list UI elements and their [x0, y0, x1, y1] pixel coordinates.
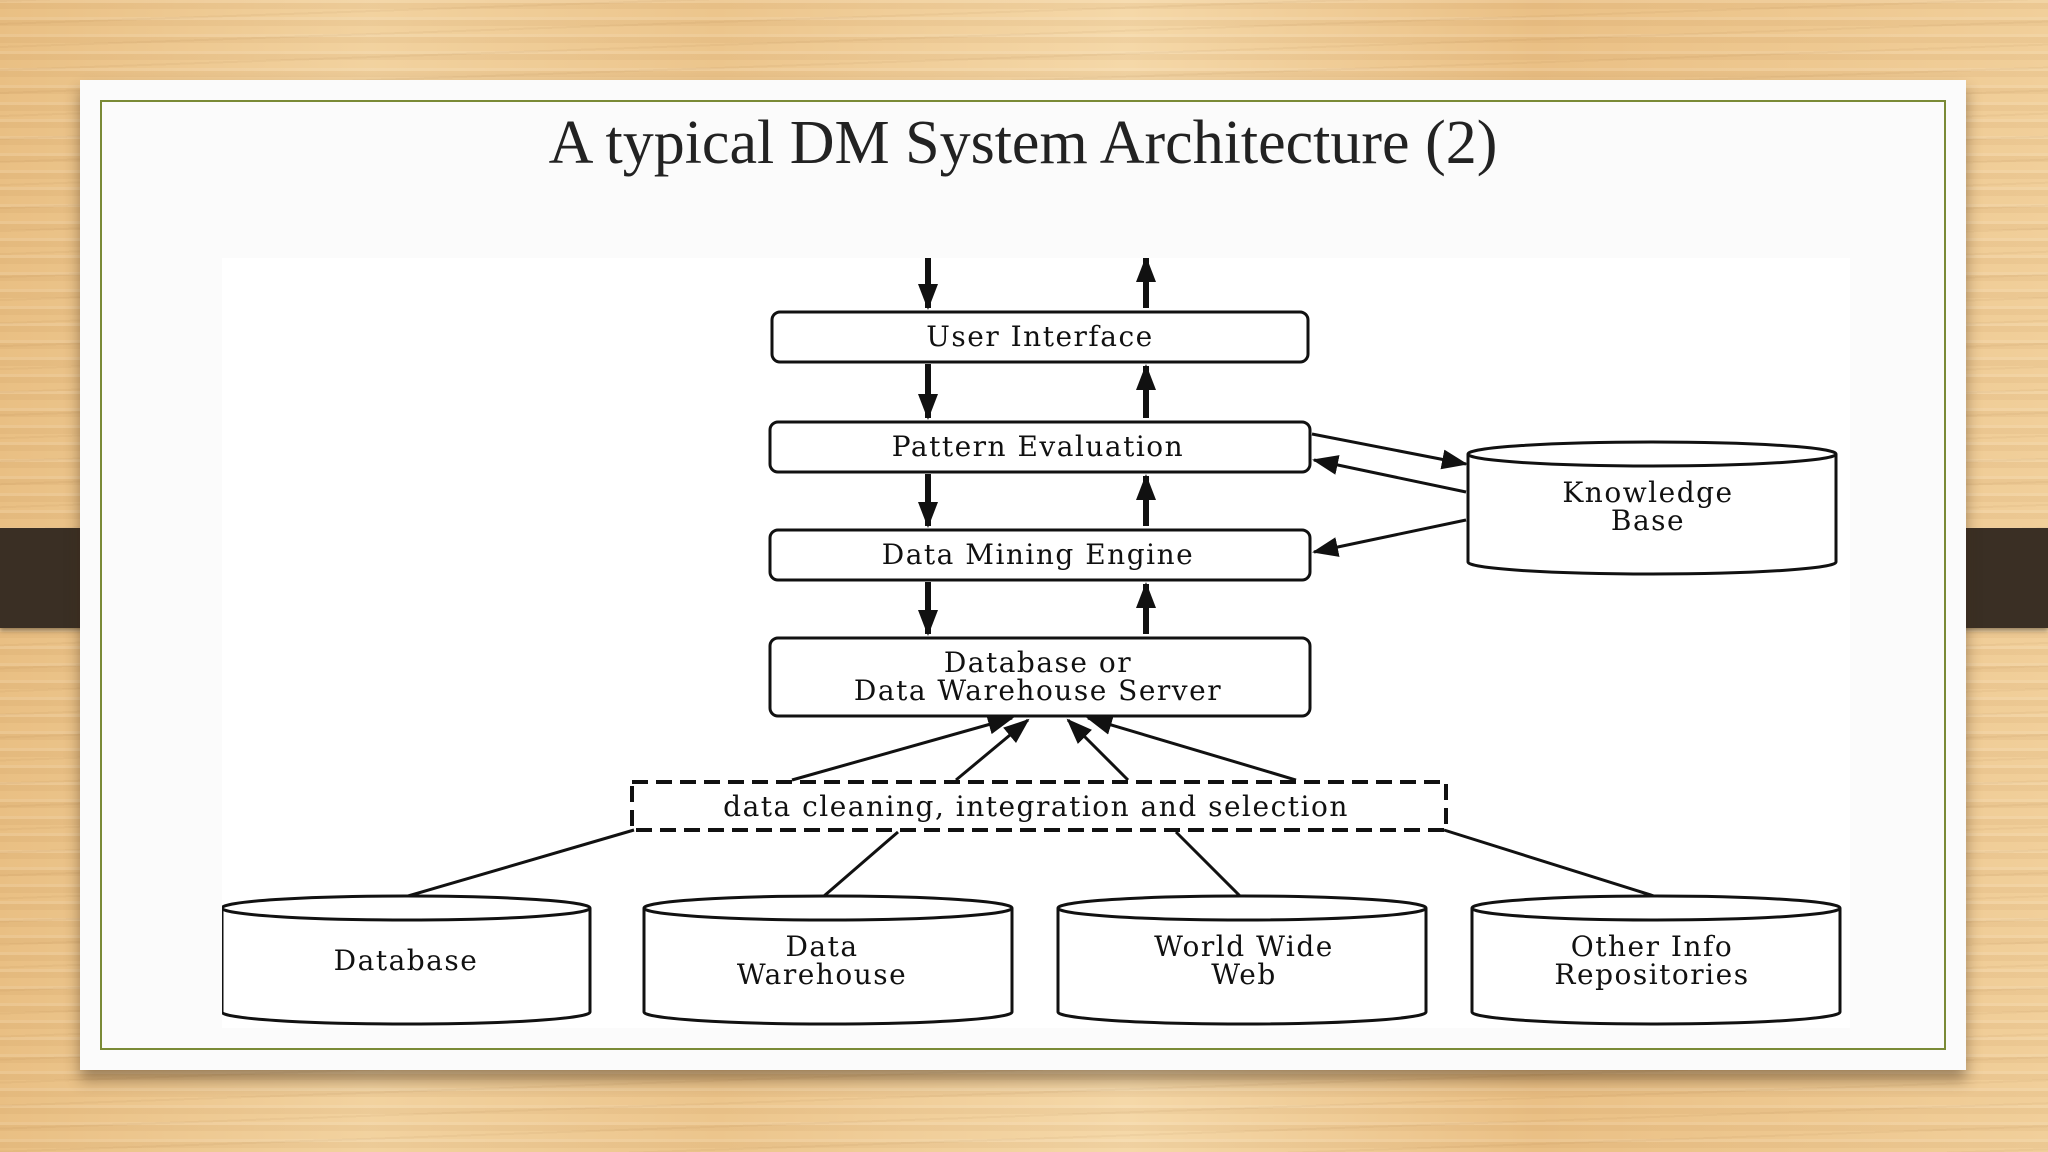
database-cylinder: Database: [220, 894, 592, 1026]
pattern-to-knowledge-arrow: [1311, 432, 1468, 470]
other-repositories-label-line1: Other Info: [1571, 930, 1733, 963]
preprocessing-box: data cleaning, integration and selection: [630, 780, 1448, 832]
database-server-label-line1: Database or: [944, 646, 1132, 679]
world-wide-web-label-line1: World Wide: [1154, 930, 1334, 963]
user-interface-box: User Interface: [770, 310, 1310, 364]
other-repositories-cylinder: Other Info Repositories: [1470, 894, 1842, 1026]
source-connectors: [407, 828, 1655, 898]
database-label: Database: [334, 944, 479, 977]
database-server-label-line2: Data Warehouse Server: [854, 674, 1222, 707]
other-repositories-label-line2: Repositories: [1554, 958, 1749, 991]
data-mining-engine-label: Data Mining Engine: [882, 538, 1194, 571]
data-mining-engine-box: Data Mining Engine: [768, 528, 1312, 582]
world-wide-web-label-line2: Web: [1211, 958, 1277, 991]
knowledge-base-label-line1: Knowledge: [1562, 476, 1733, 509]
architecture-diagram: User Interface Pattern Evaluation Data M…: [220, 256, 1850, 1028]
database-server-box: Database or Data Warehouse Server: [768, 636, 1312, 718]
pattern-evaluation-box: Pattern Evaluation: [768, 420, 1312, 474]
user-interface-label: User Interface: [926, 320, 1153, 353]
preprocess-to-server-arrows: [791, 714, 1297, 782]
knowledge-to-engine-arrow: [1312, 518, 1467, 557]
slide-frame: [100, 100, 1946, 1050]
architecture-diagram-svg: User Interface Pattern Evaluation Data M…: [220, 256, 1842, 1026]
data-warehouse-label-line2: Warehouse: [737, 958, 907, 991]
knowledge-base-cylinder: Knowledge Base: [1466, 440, 1838, 576]
preprocessing-label: data cleaning, integration and selection: [723, 790, 1349, 823]
slide-title: A typical DM System Architecture (2): [548, 109, 1498, 177]
knowledge-to-pattern-arrow: [1312, 455, 1467, 494]
knowledge-base-label-line2: Base: [1611, 504, 1685, 537]
data-warehouse-cylinder: Data Warehouse: [642, 894, 1014, 1026]
world-wide-web-cylinder: World Wide Web: [1056, 894, 1428, 1026]
data-warehouse-label-line1: Data: [785, 930, 858, 963]
pattern-evaluation-label: Pattern Evaluation: [892, 430, 1184, 463]
